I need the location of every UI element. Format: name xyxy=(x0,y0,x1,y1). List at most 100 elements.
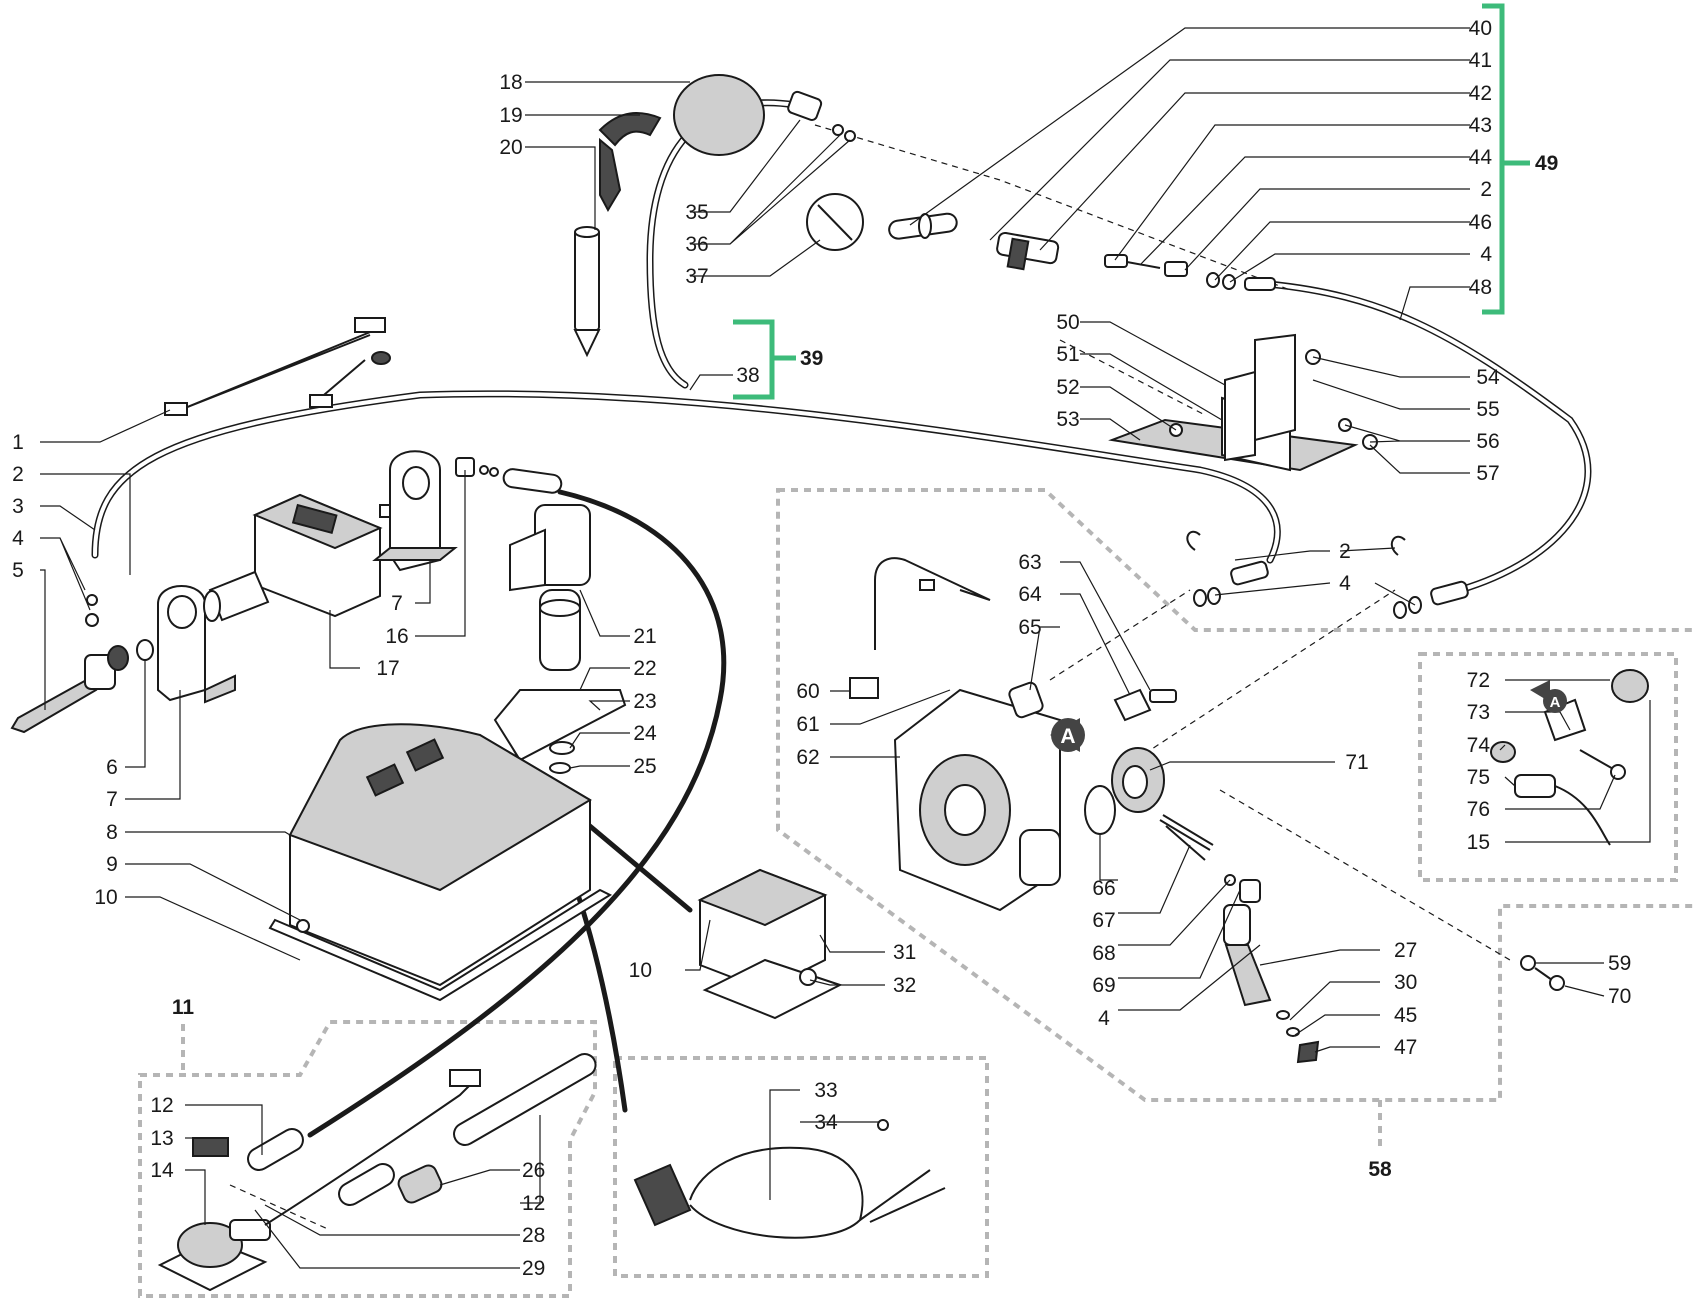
transformer-part-31 xyxy=(697,868,843,1020)
group-58-outline xyxy=(776,488,1697,1102)
callout-41: 41 xyxy=(1469,49,1492,72)
callout-40: 40 xyxy=(1469,17,1492,40)
callout-55: 55 xyxy=(1476,398,1499,421)
callout-74: 74 xyxy=(1467,734,1491,757)
hose-parts-12 xyxy=(247,1053,597,1226)
detail-a-parts xyxy=(1490,669,1649,846)
callout-19: 19 xyxy=(499,104,522,127)
bracket-49 xyxy=(1482,3,1530,315)
callout-71: 71 xyxy=(1345,751,1368,774)
callout-2c: 2 xyxy=(1339,540,1351,563)
callout-29: 29 xyxy=(522,1257,545,1280)
detail-a-marker-box: A xyxy=(1530,680,1567,713)
bracket-39 xyxy=(733,319,796,400)
callout-64: 64 xyxy=(1018,583,1042,606)
brew-group-part-62 xyxy=(893,688,1061,912)
valve-part-71 xyxy=(1111,747,1165,813)
callout-46: 46 xyxy=(1469,211,1492,234)
callout-12b: 12 xyxy=(522,1192,545,1215)
callout-69: 69 xyxy=(1092,974,1115,997)
callout-8: 8 xyxy=(106,821,118,844)
callout-24: 24 xyxy=(633,722,657,745)
callout-76: 76 xyxy=(1467,798,1490,821)
group-label-11: 11 xyxy=(172,996,195,1019)
callout-10b: 10 xyxy=(629,959,652,982)
callout-20: 20 xyxy=(499,136,522,159)
steam-wand-part-5 xyxy=(10,594,154,734)
callout-60: 60 xyxy=(796,680,819,703)
callout-57: 57 xyxy=(1476,462,1499,485)
callout-37: 37 xyxy=(685,265,708,288)
callout-67: 67 xyxy=(1092,909,1115,932)
valve-stem-part-27 xyxy=(1223,874,1320,1064)
callout-62: 62 xyxy=(796,746,819,769)
callout-17: 17 xyxy=(376,657,399,680)
group-label-58: 58 xyxy=(1368,1158,1392,1181)
callout-21: 21 xyxy=(633,625,656,648)
pump-part-17 xyxy=(203,493,399,622)
callout-54: 54 xyxy=(1476,366,1500,389)
fittings-part-40-48 xyxy=(787,90,1276,291)
callout-18: 18 xyxy=(499,71,522,94)
power-cord-box xyxy=(613,1056,989,1278)
fuse-part-26 xyxy=(397,1164,443,1204)
callout-26: 26 xyxy=(522,1159,545,1182)
flowmeter-part-14 xyxy=(157,1137,271,1292)
callout-33: 33 xyxy=(814,1079,837,1102)
callout-34: 34 xyxy=(814,1111,838,1134)
callout-53: 53 xyxy=(1056,408,1079,431)
group-label-49: 49 xyxy=(1535,152,1558,175)
connector-parts-2-4 xyxy=(1186,530,1469,619)
callout-5: 5 xyxy=(12,559,24,582)
callout-1: 1 xyxy=(12,431,24,454)
callout-6: 6 xyxy=(106,756,118,779)
callout-22: 22 xyxy=(633,657,656,680)
harness-part-1 xyxy=(164,317,391,416)
callout-14: 14 xyxy=(150,1159,174,1182)
callout-12: 12 xyxy=(150,1094,173,1117)
shower-screen-part-18 xyxy=(673,74,765,156)
callout-75: 75 xyxy=(1467,766,1490,789)
screw-parts-59-70 xyxy=(1520,955,1565,991)
callout-72: 72 xyxy=(1467,669,1490,692)
svg-text:A: A xyxy=(1060,725,1075,748)
callout-10: 10 xyxy=(94,886,117,909)
callout-4b: 4 xyxy=(1480,243,1492,266)
callout-61: 61 xyxy=(796,713,819,736)
callout-44: 44 xyxy=(1469,146,1493,169)
callout-66: 66 xyxy=(1092,877,1115,900)
callout-4c: 4 xyxy=(1339,572,1351,595)
callout-42: 42 xyxy=(1469,82,1492,105)
callout-13: 13 xyxy=(150,1127,173,1150)
callout-2b: 2 xyxy=(1480,178,1492,201)
group-label-39: 39 xyxy=(800,347,823,370)
callout-50: 50 xyxy=(1056,311,1079,334)
callout-27: 27 xyxy=(1394,939,1417,962)
detail-a-marker-main: A xyxy=(1050,718,1085,752)
callout-56: 56 xyxy=(1476,430,1499,453)
power-cord-part-33 xyxy=(633,1119,946,1239)
fitting-part-16 xyxy=(455,457,563,494)
callout-68: 68 xyxy=(1092,942,1115,965)
callout-28: 28 xyxy=(522,1224,545,1247)
callout-65: 65 xyxy=(1018,616,1041,639)
callout-15: 15 xyxy=(1467,831,1490,854)
callout-43: 43 xyxy=(1469,114,1492,137)
callout-25: 25 xyxy=(633,755,656,778)
callout-48: 48 xyxy=(1469,276,1492,299)
callout-35: 35 xyxy=(685,201,708,224)
bracket-part-50-57 xyxy=(1108,333,1378,472)
callout-30: 30 xyxy=(1394,971,1417,994)
bracket-part-7-right xyxy=(372,450,458,572)
callout-7: 7 xyxy=(106,788,118,811)
detail-a-box xyxy=(1418,652,1678,882)
callout-59: 59 xyxy=(1608,952,1631,975)
gasket-part-19 xyxy=(598,112,662,213)
callout-23: 23 xyxy=(633,690,656,713)
bracket-part-7-left xyxy=(157,585,236,704)
seal-part-66 xyxy=(1084,785,1116,835)
callout-31: 31 xyxy=(893,941,916,964)
callout-51: 51 xyxy=(1056,343,1079,366)
boiler-part-8 xyxy=(268,723,613,1002)
